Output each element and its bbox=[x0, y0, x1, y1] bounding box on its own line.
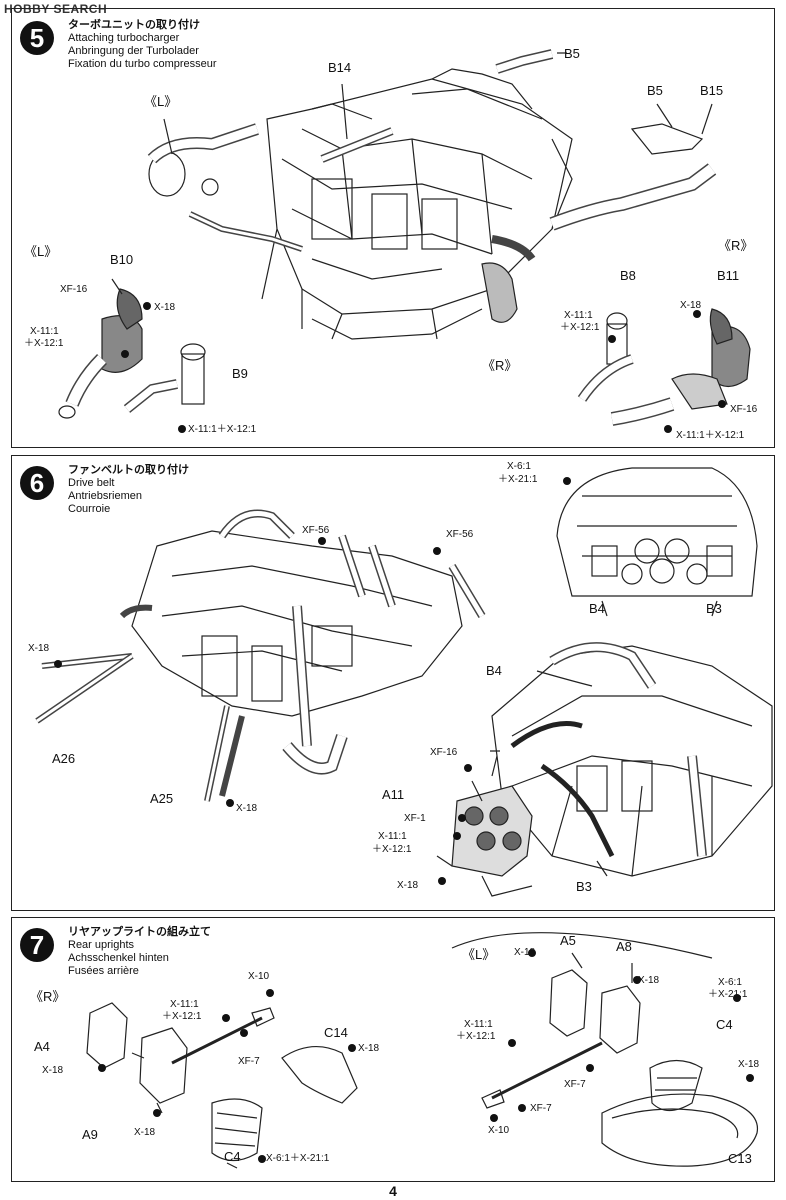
paint-label: ＋X-21:1 bbox=[708, 989, 748, 1000]
paint-label: ＋X-12:1 bbox=[162, 1011, 202, 1022]
paint-label: X-18 bbox=[680, 300, 702, 311]
title-en: Attaching turbocharger bbox=[68, 32, 180, 44]
step-title: リヤアップライトの組み立て Rear uprights Achsschenkel… bbox=[68, 926, 211, 978]
part-label: C4 bbox=[224, 1149, 241, 1164]
paint-label: XF-1 bbox=[404, 813, 426, 824]
paint-label: XF-56 bbox=[446, 529, 474, 540]
step-6-panel: 6 ファンベルトの取り付け Drive belt Antriebsriemen … bbox=[11, 455, 775, 911]
part-label: B5 bbox=[564, 46, 580, 61]
part-label: A8 bbox=[616, 939, 632, 954]
side-label: 《R》 bbox=[30, 989, 66, 1004]
title-fr: Fixation du turbo compresseur bbox=[68, 58, 217, 70]
paint-label: XF-7 bbox=[564, 1079, 586, 1090]
part-label: A5 bbox=[560, 933, 576, 948]
part-label: C4 bbox=[716, 1017, 733, 1032]
watermark: HOBBY SEARCH bbox=[4, 2, 108, 16]
paint-label: X-11:1 bbox=[378, 831, 407, 842]
paint-label: X-18 bbox=[358, 1043, 380, 1054]
paint-label: XF-7 bbox=[238, 1056, 260, 1067]
title-fr: Courroie bbox=[68, 503, 111, 515]
title-de: Achsschenkel hinten bbox=[68, 952, 169, 964]
part-label: B11 bbox=[717, 268, 740, 283]
side-label: 《R》 bbox=[718, 238, 754, 253]
part-label: C13 bbox=[728, 1151, 752, 1166]
paint-label: X-11:1 bbox=[564, 310, 593, 321]
step-5-panel: 5 ターボユニットの取り付け Attaching turbocharger An… bbox=[11, 8, 775, 448]
step-title: ファンベルトの取り付け Drive belt Antriebsriemen Co… bbox=[68, 464, 189, 516]
paint-label: X-11:1 bbox=[30, 326, 59, 337]
paint-label: X-10 bbox=[488, 1125, 510, 1136]
paint-label: X-18 bbox=[28, 643, 50, 654]
title-jp: リヤアップライトの組み立て bbox=[68, 926, 211, 938]
part-label: A25 bbox=[150, 791, 174, 806]
paint-label: XF-16 bbox=[430, 747, 458, 758]
part-label: C14 bbox=[324, 1025, 348, 1040]
paint-label: X-18 bbox=[514, 947, 536, 958]
part-label: B4 bbox=[589, 601, 605, 616]
step-title: ターボユニットの取り付け Attaching turbocharger Anbr… bbox=[68, 19, 217, 71]
part-label: B3 bbox=[576, 879, 592, 894]
paint-label: X-6:1 bbox=[507, 461, 531, 472]
page-number: 4 bbox=[389, 1183, 397, 1199]
part-label: B15 bbox=[700, 83, 724, 98]
step-7-panel: 7 リヤアップライトの組み立て Rear uprights Achsschenk… bbox=[11, 917, 775, 1182]
paint-label: XF-16 bbox=[60, 284, 88, 295]
part-label: B10 bbox=[110, 252, 134, 267]
paint-label: X-6:1 bbox=[718, 977, 742, 988]
paint-label: X-18 bbox=[154, 302, 176, 313]
part-label: B14 bbox=[328, 60, 352, 75]
paint-label: ＋X-12:1 bbox=[372, 844, 412, 855]
paint-label: X-18 bbox=[397, 880, 419, 891]
paint-label: X-11:1＋X-12:1 bbox=[676, 430, 745, 441]
part-label: B4 bbox=[486, 663, 502, 678]
turbo-assembly-drawing bbox=[58, 49, 751, 433]
step-number: 6 bbox=[20, 466, 54, 500]
paint-label: X-6:1＋X-21:1 bbox=[266, 1153, 330, 1164]
title-en: Drive belt bbox=[68, 477, 115, 489]
part-label: B3 bbox=[706, 601, 722, 616]
paint-label: ＋X-21:1 bbox=[498, 474, 538, 485]
title-de: Anbringung der Turbolader bbox=[68, 45, 199, 57]
paint-label: ＋X-12:1 bbox=[456, 1031, 496, 1042]
side-label: 《L》 bbox=[462, 947, 496, 962]
rear-uprights-drawing bbox=[86, 932, 759, 1169]
paint-label: X-10 bbox=[248, 971, 270, 982]
paint-label: ＋X-12:1 bbox=[24, 338, 64, 349]
paint-label: X-11:1 bbox=[170, 999, 199, 1010]
side-label: 《R》 bbox=[482, 358, 518, 373]
title-fr: Fusées arrière bbox=[68, 965, 139, 977]
part-label: B9 bbox=[232, 366, 248, 381]
part-label: A9 bbox=[82, 1127, 98, 1142]
paint-label: X-18 bbox=[638, 975, 660, 986]
paint-label: X-18 bbox=[738, 1059, 760, 1070]
part-label: A4 bbox=[34, 1039, 50, 1054]
paint-label: XF-16 bbox=[730, 404, 758, 415]
part-label: B5 bbox=[647, 83, 663, 98]
title-jp: ファンベルトの取り付け bbox=[68, 464, 189, 476]
part-label: B8 bbox=[620, 268, 636, 283]
title-en: Rear uprights bbox=[68, 939, 135, 951]
paint-label: X-11:1＋X-12:1 bbox=[188, 424, 257, 435]
paint-label: X-18 bbox=[42, 1065, 64, 1076]
part-label: A26 bbox=[52, 751, 76, 766]
part-label: A11 bbox=[382, 787, 405, 802]
title-de: Antriebsriemen bbox=[68, 490, 142, 502]
paint-label: XF-56 bbox=[302, 525, 330, 536]
side-label: 《L》 bbox=[144, 94, 178, 109]
step-number: 7 bbox=[20, 928, 54, 962]
title-jp: ターボユニットの取り付け bbox=[68, 19, 200, 31]
paint-label: ＋X-12:1 bbox=[560, 322, 600, 333]
paint-label: XF-7 bbox=[530, 1103, 552, 1114]
step-number: 5 bbox=[20, 21, 54, 55]
drive-belt-drawing bbox=[35, 467, 773, 897]
paint-label: X-18 bbox=[236, 803, 258, 814]
side-label: 《L》 bbox=[24, 244, 58, 259]
paint-label: X-11:1 bbox=[464, 1019, 493, 1030]
paint-label: X-18 bbox=[134, 1127, 156, 1138]
